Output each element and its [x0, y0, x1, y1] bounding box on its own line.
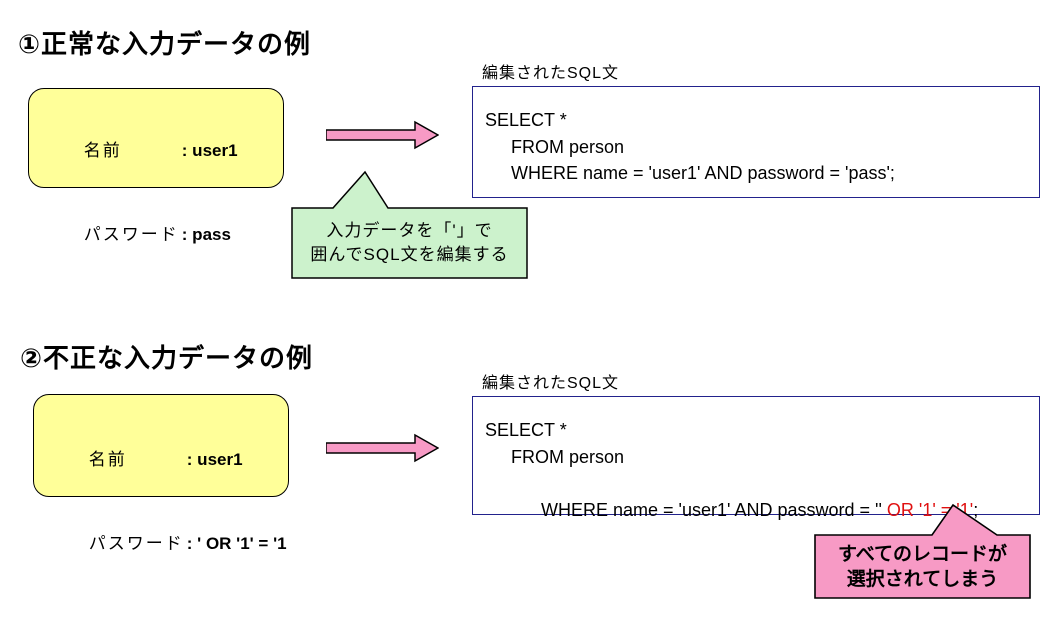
name-label: 名前: [88, 450, 127, 469]
name-value: : user1: [186, 450, 243, 469]
sql-box-1: SELECT * FROM person WHERE name = 'user1…: [472, 86, 1040, 198]
sql2-line3: WHERE name = 'user1' AND password = '' O…: [511, 470, 1039, 550]
arrow-right-shape: [326, 120, 439, 150]
input-data-box-1: 名前 : user1 パスワード: pass: [28, 88, 284, 244]
password-label: パスワード: [83, 225, 179, 244]
password-value: : pass: [181, 225, 231, 244]
green-note-line2: 囲んでSQL文を編集する: [310, 245, 509, 264]
sql-box-2: SELECT * FROM person WHERE name = 'user1…: [472, 396, 1040, 520]
sql-caption-2: 編集されたSQL文: [482, 375, 620, 392]
sql1-line2: FROM person: [511, 136, 625, 157]
pink-note-line1: すべてのレコードが: [838, 543, 1007, 565]
green-note-bubble: [291, 170, 528, 279]
section2-title: ②不正な入力データの例: [20, 343, 314, 373]
sql2-line1: SELECT *: [485, 420, 567, 440]
input-rows: 名前 : user1 パスワード: ' OR '1' = '1: [34, 395, 288, 586]
sql-caption-1: 編集されたSQL文: [482, 65, 620, 82]
sql1-line3: WHERE name = 'user1' AND password = 'pas…: [511, 163, 895, 183]
name-label: 名前: [83, 141, 122, 160]
green-note-shape: [291, 170, 528, 279]
input-row-password: パスワード: ' OR '1' = '1: [51, 502, 288, 586]
section1-title: ①正常な入力データの例: [18, 29, 312, 59]
password-value: : ' OR '1' = '1: [186, 534, 287, 553]
pink-note-text: すべてのレコードが 選択されてしまう: [815, 535, 1030, 598]
name-value: : user1: [181, 141, 238, 160]
sql2-line2: FROM person: [511, 446, 625, 467]
input-data-box-2: 名前 : user1 パスワード: ' OR '1' = '1: [33, 394, 289, 553]
pink-note-bubble: [814, 503, 1031, 599]
input-row-name: 名前 : user1: [46, 109, 283, 193]
input-row-password: パスワード: pass: [46, 193, 283, 277]
sql2-line3-tail: ;: [973, 499, 979, 520]
sql2-line3-black: WHERE name = 'user1' AND password = '': [541, 499, 887, 520]
sql1-line1: SELECT *: [485, 110, 567, 130]
pink-note-line2: 選択されてしまう: [846, 568, 999, 590]
input-row-name: 名前 : user1: [51, 418, 288, 502]
arrow-right-shape: [326, 433, 439, 463]
password-label: パスワード: [88, 534, 184, 553]
green-note-line1: 入力データを「'」で: [326, 221, 493, 240]
arrow-right-icon: [326, 120, 439, 150]
green-note-text: 入力データを「'」で 囲んでSQL文を編集する: [292, 208, 527, 278]
input-rows: 名前 : user1 パスワード: pass: [29, 89, 283, 277]
pink-note-shape: [814, 503, 1031, 599]
arrow-right-icon: [326, 433, 439, 463]
